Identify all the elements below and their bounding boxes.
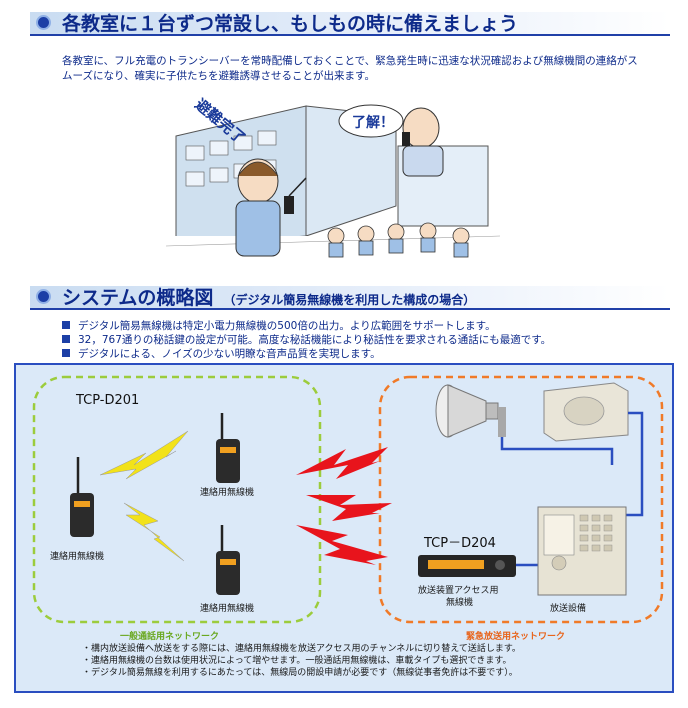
system-diagram-panel: TCP-D201 TCP－D204 連絡用無線機 連絡用無線機 連絡用無線機 放…: [14, 363, 674, 693]
wall-speaker-icon: [543, 382, 629, 442]
horn-speaker-icon: [435, 384, 506, 438]
feature-item: デジタルによる、ノイズの少ない明瞭な音声品質を実現します。: [62, 347, 652, 361]
lightning-icon: [306, 495, 392, 521]
square-bullet-icon: [62, 321, 70, 329]
general-network-label: 一般通話用ネットワーク: [120, 632, 220, 642]
emergency-network-loop: [378, 375, 664, 624]
emergency-network-label: 緊急放送用ネットワーク: [466, 632, 566, 642]
section1-intro: 各教室に、フル充電のトランシーバーを常時配備しておくことで、緊急発生時に迅速な状…: [62, 55, 638, 82]
right-model-label: TCP－D204: [424, 536, 496, 551]
circle-bullet-icon: [36, 289, 51, 304]
square-bullet-icon: [62, 335, 70, 343]
radio-label: 連絡用無線機: [200, 604, 255, 614]
feature-text: デジタル簡易無線機は特定小電力無線機の500倍の出力。より広範囲をサポートします…: [78, 320, 496, 332]
evacuation-illustration: 避難完了 了解！: [166, 86, 500, 274]
diagram-note: ・連絡用無線機の台数は使用状況によって増やせます。一般通話用無線機は、車載タイプ…: [82, 656, 512, 666]
lightning-icon: [296, 525, 388, 565]
diagram-note: ・デジタル簡易無線を利用するにあたっては、無線局の開設申請が必要です（無線従事者…: [82, 668, 518, 678]
diagram-note: ・構内放送設備へ放送をする際には、連絡用無線機を放送アクセス用のチャンネルに切り…: [82, 644, 521, 654]
speaker-wire: [624, 411, 644, 517]
lightning-icon: [296, 447, 388, 479]
broadcast-equipment-icon: [537, 506, 627, 596]
feature-text: デジタルによる、ノイズの少ない明瞭な音声品質を実現します。: [78, 348, 381, 360]
radio-label: 連絡用無線機: [50, 552, 105, 562]
square-bullet-icon: [62, 349, 70, 357]
handheld-radio-icon: [216, 525, 240, 595]
section2-subtitle: （デジタル簡易無線機を利用した構成の場合）: [223, 293, 476, 307]
handheld-radio-icon: [70, 457, 94, 537]
bubble-right-text: 了解！: [352, 114, 394, 131]
broadcast-equipment-label: 放送設備: [550, 604, 587, 614]
mobile-radio-icon: [418, 555, 516, 577]
section1-title: 各教室に１台ずつ常設し、もしもの時に備えましょう: [62, 13, 519, 35]
left-model-label: TCP-D201: [76, 393, 140, 408]
feature-item: デジタル簡易無線機は特定小電力無線機の500倍の出力。より広範囲をサポートします…: [62, 319, 652, 333]
section2-title: システムの概略図 （デジタル簡易無線機を利用した構成の場合）: [62, 286, 475, 312]
radio-label: 連絡用無線機: [200, 488, 255, 498]
section1-header: 各教室に１台ずつ常設し、もしもの時に備えましょう: [30, 12, 670, 36]
circle-bullet-icon: [36, 15, 51, 30]
mobile-radio-label: 放送装置アクセス用: [418, 586, 499, 596]
section2-header: システムの概略図 （デジタル簡易無線機を利用した構成の場合）: [30, 286, 670, 310]
system-diagram-graphics: [32, 375, 664, 624]
feature-text: 32，767通りの秘話鍵の設定が可能。高度な秘話機能により秘話性を要求される通話…: [78, 334, 552, 346]
speaker-wire: [500, 437, 614, 465]
lightning-icon: [99, 430, 189, 480]
handheld-radio-icon: [216, 413, 240, 483]
lightning-icon: [123, 502, 185, 562]
section2-title-text: システムの概略図: [62, 287, 214, 309]
feature-item: 32，767通りの秘話鍵の設定が可能。高度な秘話機能により秘話性を要求される通話…: [62, 333, 652, 347]
mobile-radio-label-line2: 無線機: [446, 598, 474, 608]
